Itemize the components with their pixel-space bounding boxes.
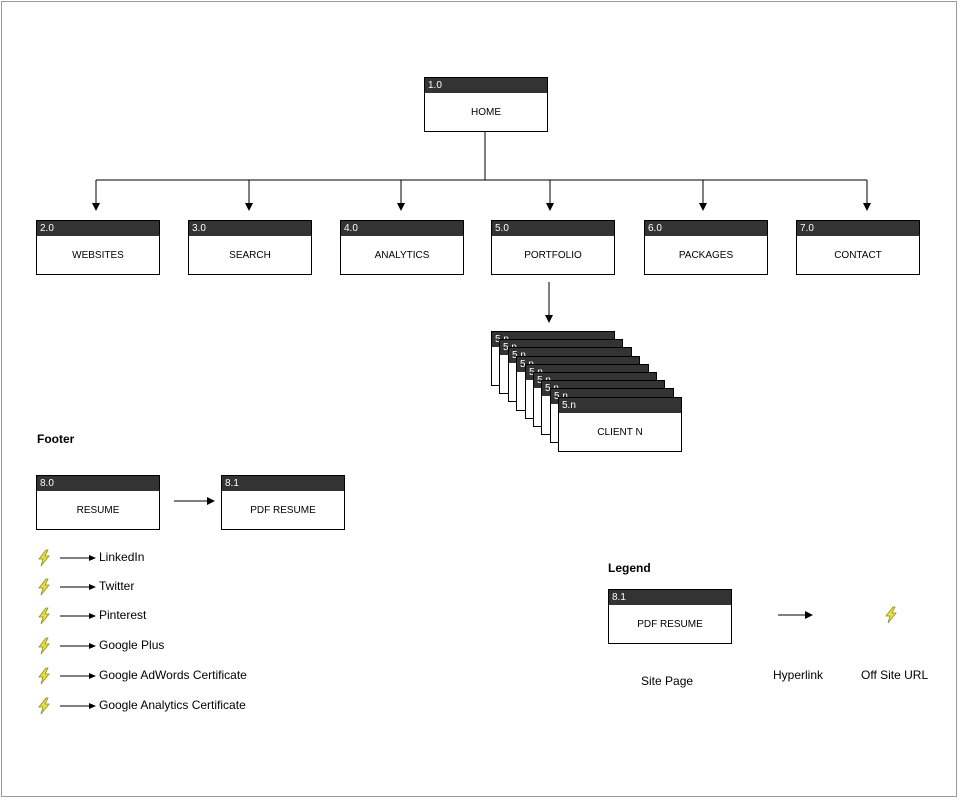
lightning-bolt-icon <box>885 606 897 624</box>
node-analytics: 4.0 ANALYTICS <box>340 220 464 275</box>
node-pdf-resume: 8.1 PDF RESUME <box>221 475 345 530</box>
link-label: Google Plus <box>99 638 165 652</box>
node-number: 5.n <box>559 398 681 413</box>
node-number: 8.1 <box>609 590 731 605</box>
node-label: CONTACT <box>834 249 882 261</box>
node-label: RESUME <box>76 504 120 516</box>
node-label: WEBSITES <box>72 249 124 261</box>
link-label: Google Analytics Certificate <box>99 698 246 712</box>
node-resume: 8.0 RESUME <box>36 475 160 530</box>
hyperlink-arrow <box>60 613 96 619</box>
link-label: LinkedIn <box>99 550 145 564</box>
legend-site-page-caption: Site Page <box>641 674 694 688</box>
lightning-bolt-icon <box>38 578 50 596</box>
legend-offsite-caption: Off Site URL <box>861 668 929 682</box>
footer-heading: Footer <box>37 432 75 446</box>
legend-site-page-box: 8.1 PDF RESUME <box>608 589 732 644</box>
node-number: 4.0 <box>341 221 463 236</box>
node-label: ANALYTICS <box>374 249 430 261</box>
node-packages: 6.0 PACKAGES <box>644 220 768 275</box>
node-search: 3.0 SEARCH <box>188 220 312 275</box>
lightning-bolt-icon <box>38 549 50 567</box>
node-label: PDF RESUME <box>250 504 316 516</box>
node-label: HOME <box>471 106 501 118</box>
hyperlink-arrow <box>60 584 96 590</box>
link-label: Pinterest <box>99 608 147 622</box>
link-label: Twitter <box>99 579 135 593</box>
node-number: 5.0 <box>492 221 614 236</box>
node-label: CLIENT N <box>597 426 643 438</box>
node-label: PDF RESUME <box>637 618 703 630</box>
node-number: 8.1 <box>222 476 344 491</box>
legend-hyperlink-caption: Hyperlink <box>773 668 824 682</box>
hyperlink-arrow <box>60 703 96 709</box>
link-label: Google AdWords Certificate <box>99 668 247 682</box>
hyperlink-arrow <box>60 673 96 679</box>
node-label: PORTFOLIO <box>524 249 582 261</box>
lightning-bolt-icon <box>38 607 50 625</box>
node-number: 8.0 <box>37 476 159 491</box>
node-contact: 7.0 CONTACT <box>796 220 920 275</box>
node-number: 3.0 <box>189 221 311 236</box>
lightning-bolt-icon <box>38 667 50 685</box>
node-portfolio: 5.0 PORTFOLIO <box>491 220 615 275</box>
node-number: 7.0 <box>797 221 919 236</box>
node-home: 1.0 HOME <box>424 77 548 132</box>
node-websites: 2.0 WEBSITES <box>36 220 160 275</box>
hyperlink-arrow <box>60 555 96 561</box>
node-number: 6.0 <box>645 221 767 236</box>
node-label: PACKAGES <box>678 249 734 261</box>
legend-heading: Legend <box>608 561 651 575</box>
node-number: 2.0 <box>37 221 159 236</box>
hyperlink-arrow <box>60 643 96 649</box>
node-number: 1.0 <box>425 78 547 93</box>
lightning-bolt-icon <box>38 637 50 655</box>
lightning-bolt-icon <box>38 697 50 715</box>
node-label: SEARCH <box>229 249 271 261</box>
